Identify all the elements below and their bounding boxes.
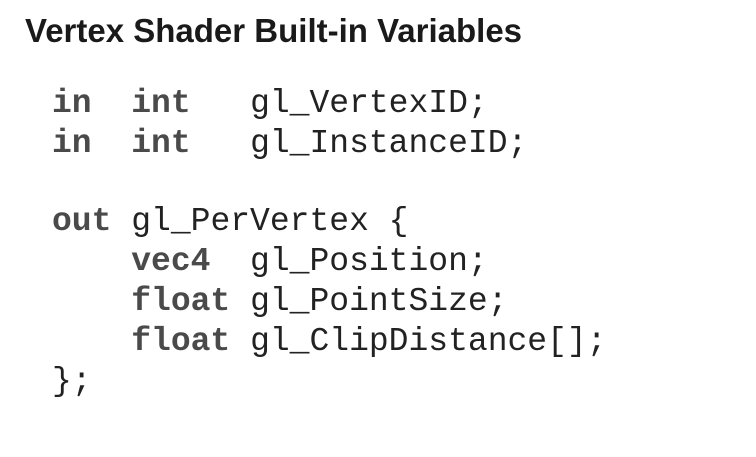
code-line-position: vec4 gl_Position; <box>52 242 607 282</box>
member-declaration: gl_ClipDistance[]; <box>250 323 607 360</box>
code-listing: in int gl_VertexID; in int gl_InstanceID… <box>52 84 607 402</box>
code-line-instance-id: in int gl_InstanceID; <box>52 124 607 164</box>
qualifier-keyword: in <box>52 85 92 122</box>
section-title: Vertex Shader Built-in Variables <box>25 12 523 49</box>
code-blank-line <box>52 164 607 202</box>
code-line-vertex-id: in int gl_VertexID; <box>52 84 607 124</box>
type-keyword: float <box>131 323 231 360</box>
member-declaration: gl_PointSize; <box>250 283 508 320</box>
qualifier-keyword: out <box>52 203 112 240</box>
block-declaration: gl_PerVertex { <box>131 203 409 240</box>
type-keyword: float <box>131 283 231 320</box>
type-keyword: vec4 <box>131 243 211 280</box>
code-line-block-open: out gl_PerVertex { <box>52 202 607 242</box>
variable-declaration: gl_InstanceID; <box>250 125 528 162</box>
type-keyword: int <box>131 85 191 122</box>
code-line-clip-distance: float gl_ClipDistance[]; <box>52 322 607 362</box>
member-declaration: gl_Position; <box>250 243 488 280</box>
variable-declaration: gl_VertexID; <box>250 85 488 122</box>
qualifier-keyword: in <box>52 125 92 162</box>
type-keyword: int <box>131 125 191 162</box>
code-line-block-close: }; <box>52 363 92 400</box>
code-line-point-size: float gl_PointSize; <box>52 282 607 322</box>
